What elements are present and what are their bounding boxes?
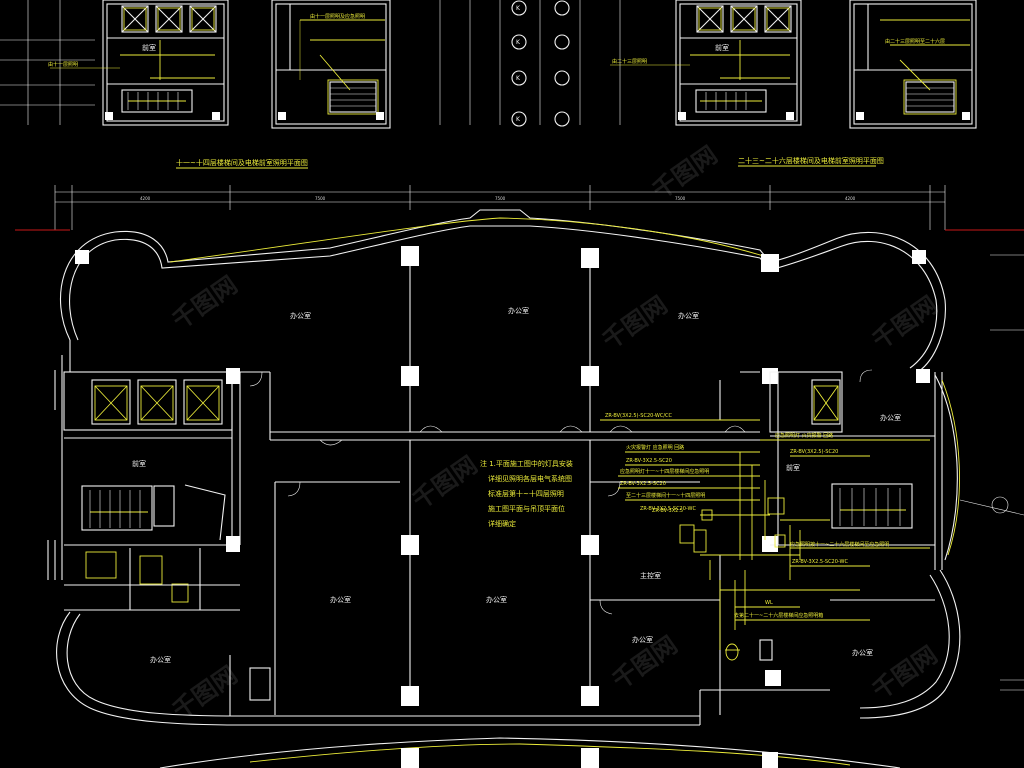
grid-label: K (516, 5, 521, 12)
watermark-text: 千图网 (597, 291, 672, 355)
detail-annotation-right-a: 由二十三层照明 (612, 58, 647, 65)
watermark-text: 千图网 (167, 271, 242, 335)
room-label-ne-office: 办公室 (678, 311, 699, 320)
wiring-label: WL (765, 600, 773, 606)
wiring-label: ZR-BV-3X2.5-SC20-WC (792, 559, 848, 565)
dimension-label: 7500 (315, 196, 326, 201)
grid-axis-column: K K K K (439, 0, 621, 127)
detail-stair-left: 由十一层照明及应急照明 (271, 0, 391, 129)
drawing-title-left: 十一~十四层楼梯间及电梯前室照明平面图 (176, 158, 308, 167)
wiring-annotations: ZR-BV(3X2.5)-SC20-WC/CC 火灾报警灯 应急照明 回路 ZR… (600, 413, 930, 661)
room-label-e-front: 前室 (786, 463, 800, 472)
detail-room-label-left: 前室 (142, 43, 156, 52)
wiring-label: 应急照明灯十一~十四层楼梯间应急照明 (620, 468, 709, 475)
wiring-label: ZR-BV-3X2.5 (652, 508, 683, 514)
note-line: 标准层第十~十四层照明 (488, 489, 564, 498)
dimension-label: 7500 (495, 196, 506, 201)
wiring-label: 应急照明按十一~二十六层楼梯间至应急照明 (790, 541, 889, 548)
watermark-text: 千图网 (867, 291, 942, 355)
wiring-label: 应急照明灯 火灾报警 回路 (775, 432, 833, 439)
dimension-label: 4200 (140, 196, 151, 201)
wiring-label: ZR-BV(3X2.5)-SC20 (790, 449, 838, 455)
room-label-nw-office: 办公室 (290, 311, 311, 320)
detail-annotation-left-b: 由十一层照明及应急照明 (310, 13, 365, 20)
detail-plan-right: 由二十三层照明 前室 (610, 0, 802, 126)
dimension-label: 7500 (675, 196, 686, 201)
room-label-s-office-a: 办公室 (330, 595, 351, 604)
wiring-label: ZR-BV-3X2.5-SC20 (620, 481, 666, 487)
room-label-se-office-b: 办公室 (852, 648, 873, 657)
room-label-w-front: 前室 (132, 459, 146, 468)
detail-annotation-right-b: 由二十三层照明至二十六层 (885, 38, 945, 45)
note-line: 详细确定 (488, 519, 516, 528)
room-label-main-office: 主控室 (640, 571, 661, 580)
room-label-s-office-b: 办公室 (486, 595, 507, 604)
note-line: 施工图平面与吊顶平面位 (488, 504, 565, 513)
room-label-sw-office: 办公室 (150, 655, 171, 664)
wiring-label: ZR-BV-3X2.5-SC20 (626, 458, 672, 464)
detail-room-label-right: 前室 (715, 43, 729, 52)
grid-label: K (516, 75, 521, 82)
grid-label: K (516, 39, 521, 46)
dimension-line: 4200 7500 7500 7500 4200 (54, 185, 946, 230)
watermark-text: 千图网 (407, 451, 482, 515)
grid-label: K (516, 116, 521, 123)
wiring-label: 至二十三层楼梯间十一~十四层照明 (626, 492, 705, 499)
main-floor-plan: 前室 办公室 (47, 209, 1024, 768)
construction-notes: 注 1.平面施工图中的灯具安装 详细见照明各层电气系统图 标准层第十~十四层照明… (480, 459, 573, 528)
wiring-label: 火灾报警灯 应急照明 回路 (626, 444, 684, 451)
detail-plan-left: 由十一层照明 前室 (0, 0, 229, 126)
room-label-n-center-office: 办公室 (508, 306, 529, 315)
note-line: 详细见照明各层电气系统图 (488, 474, 572, 483)
note-line: 注 1.平面施工图中的灯具安装 (480, 459, 573, 468)
detail-annotation-left-a: 由十一层照明 (48, 61, 78, 68)
wiring-label: ZR-BV(3X2.5)-SC20-WC/CC (605, 413, 673, 419)
wiring-label: 去第二十一~二十六层楼梯间应急照明箱 (734, 612, 823, 619)
wiring-label: ZR-BV-3X2.5-SC20-WC (640, 506, 696, 512)
detail-stair-right: 由二十三层照明至二十六层 (849, 0, 977, 129)
dimension-label: 4200 (845, 196, 856, 201)
drawing-title-right: 二十三~二十六层楼梯间及电梯前室照明平面图 (738, 156, 884, 165)
room-label-se-office-a: 办公室 (632, 635, 653, 644)
watermark-text: 千图网 (867, 641, 942, 705)
room-label-e-office: 办公室 (880, 413, 901, 422)
